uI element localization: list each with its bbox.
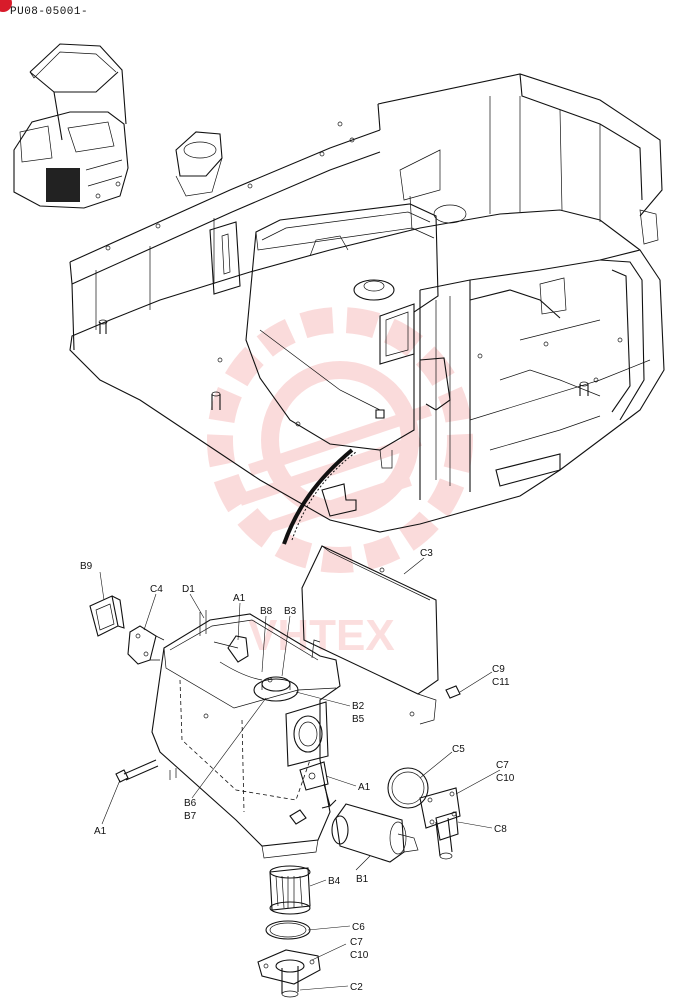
callout-b2: B2: [352, 701, 365, 712]
callout-c10: C10: [496, 773, 515, 784]
leader-lines: [99, 557, 501, 991]
callout-c4: C4: [150, 584, 163, 595]
drain-cover-c2: [257, 949, 321, 985]
main-frame: [69, 73, 665, 545]
callout-b3: B3: [284, 606, 297, 617]
document-id: PU08-05001-: [10, 6, 89, 18]
callout-c6: C6: [352, 922, 365, 933]
o-ring-c5: [387, 767, 429, 809]
callout-c3: C3: [420, 548, 433, 559]
plug-c9: [445, 685, 461, 699]
flange-c7: [419, 787, 461, 829]
callout-c7: C7: [496, 760, 509, 771]
machine-thumbnail: [13, 43, 129, 209]
callout-b1: B1: [356, 874, 369, 885]
watermark-gear: [207, 307, 473, 573]
corner-marker: [0, 0, 12, 12]
callout-b9: B9: [80, 561, 93, 572]
callout-a1: A1: [358, 782, 371, 793]
callout-a1: A1: [94, 826, 107, 837]
callout-b8: B8: [260, 606, 273, 617]
watermark-text: VHTEX: [248, 611, 395, 660]
callout-c9: C9: [492, 664, 505, 675]
callout-b4: B4: [328, 876, 341, 887]
callout-b5: B5: [352, 714, 365, 725]
callout-b7: B7: [184, 811, 197, 822]
filter-element-b4: [269, 867, 311, 911]
suction-filter-b1: [335, 803, 405, 863]
tank-body-d1: [151, 613, 341, 847]
callout-c7: C7: [350, 937, 363, 948]
callout-labels: B9 C4 D1 A1 B8 B3 C3 C9 C11 B2 B5 C5 A1 …: [80, 548, 515, 993]
callout-c11: C11: [492, 677, 510, 688]
callout-c5: C5: [452, 744, 465, 755]
callout-c2: C2: [350, 982, 363, 993]
elbow-c8: [435, 811, 459, 841]
callout-c8: C8: [494, 824, 507, 835]
callout-c10: C10: [350, 950, 369, 961]
callout-a1: A1: [233, 593, 246, 604]
callout-b6: B6: [184, 798, 197, 809]
tank-assembly: [89, 545, 461, 998]
filler-cap-b3: [253, 678, 299, 702]
pad-b9: [89, 595, 119, 637]
o-ring-c6: [265, 920, 311, 940]
callout-d1: D1: [182, 584, 195, 595]
bracket-c4: [127, 625, 157, 665]
